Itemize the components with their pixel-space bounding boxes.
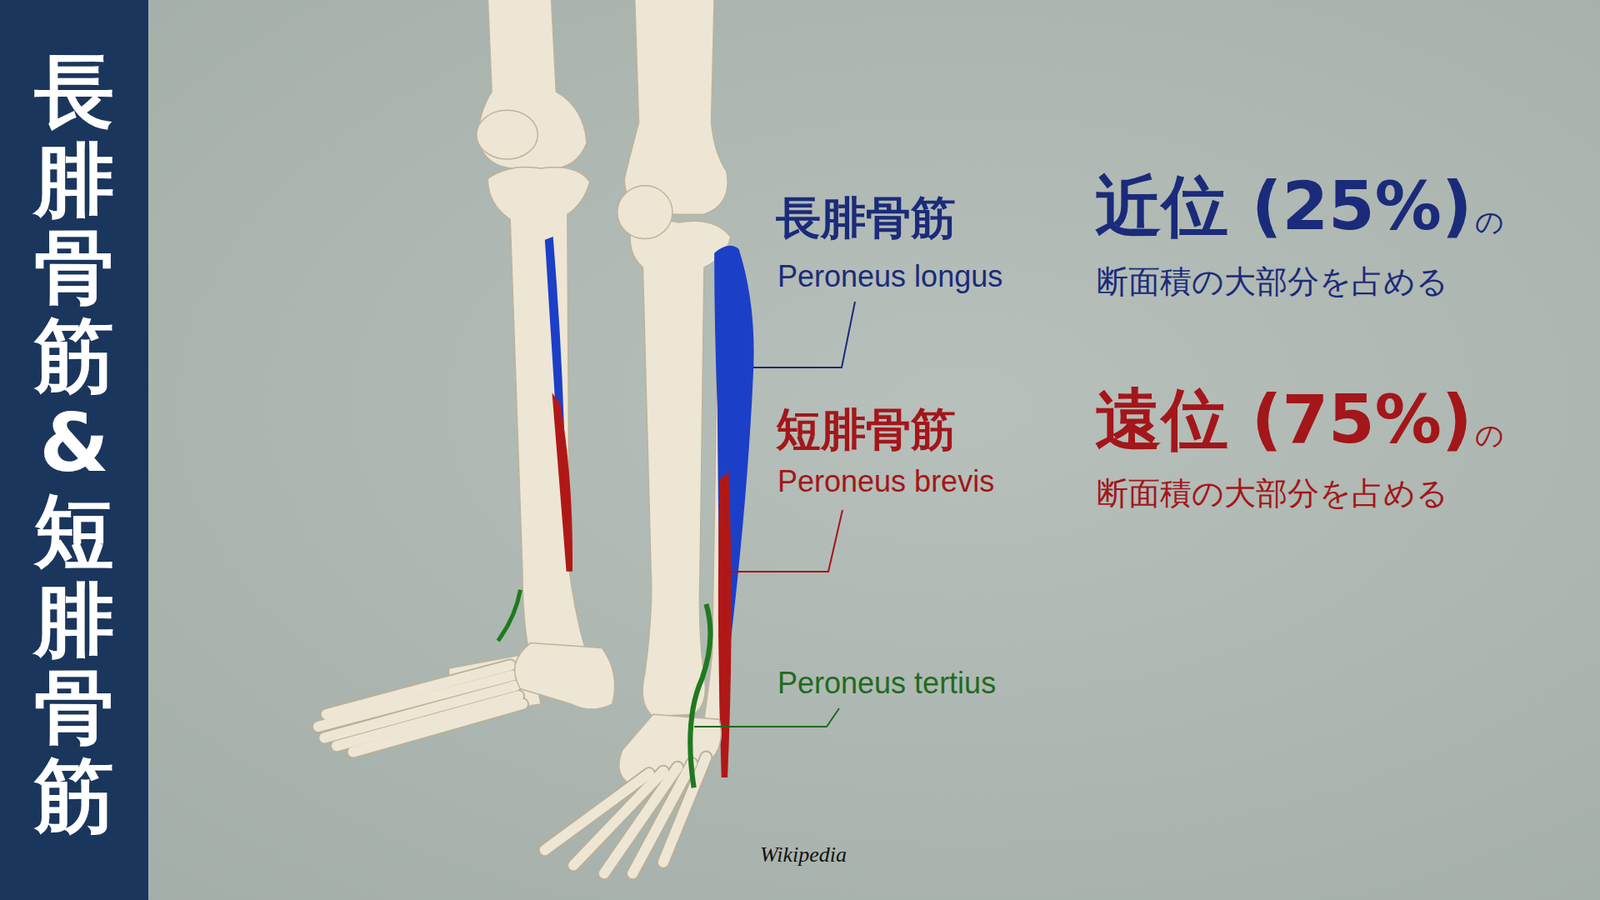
peroneus-tertius-muscle: [690, 604, 710, 788]
leader-line: [694, 708, 840, 727]
leader-lines: [694, 301, 855, 727]
title-bar: [0, 0, 149, 900]
description-text: 断面積の大部分を占める: [1096, 263, 1449, 302]
patella-bone: [617, 185, 673, 240]
muscle-name-en: Peroneus tertius: [777, 665, 996, 701]
front-leg: [545, 0, 755, 874]
position-heading: 遠位 (75%): [1095, 380, 1472, 460]
heel-bone: [515, 642, 615, 710]
back-leg: [318, 0, 615, 752]
muscle-name-ja: 短腓骨筋: [775, 403, 956, 458]
particle-text: の: [1475, 205, 1505, 240]
particle-text: の: [1475, 418, 1505, 453]
peroneus-tertius-muscle: [498, 590, 521, 641]
muscle-name-en: Peroneus brevis: [777, 463, 995, 500]
patella-bone: [476, 110, 538, 160]
vertical-title: 長腓骨筋 & 短腓骨筋: [34, 48, 115, 840]
toe-bones: [318, 665, 523, 752]
leader-line: [726, 510, 843, 572]
peroneus-brevis-muscle: [551, 392, 573, 571]
watermark: Wikipedia: [760, 841, 847, 868]
femur-bone: [624, 0, 728, 215]
leader-line: [753, 301, 855, 368]
muscle-name-ja: 長腓骨筋: [775, 191, 956, 246]
tibia-bone: [487, 167, 590, 662]
position-heading: 近位 (25%): [1095, 166, 1472, 247]
toe-bones: [545, 757, 706, 875]
muscle-name-en: Peroneus longus: [777, 258, 1003, 295]
description-text: 断面積の大部分を占める: [1096, 475, 1449, 514]
